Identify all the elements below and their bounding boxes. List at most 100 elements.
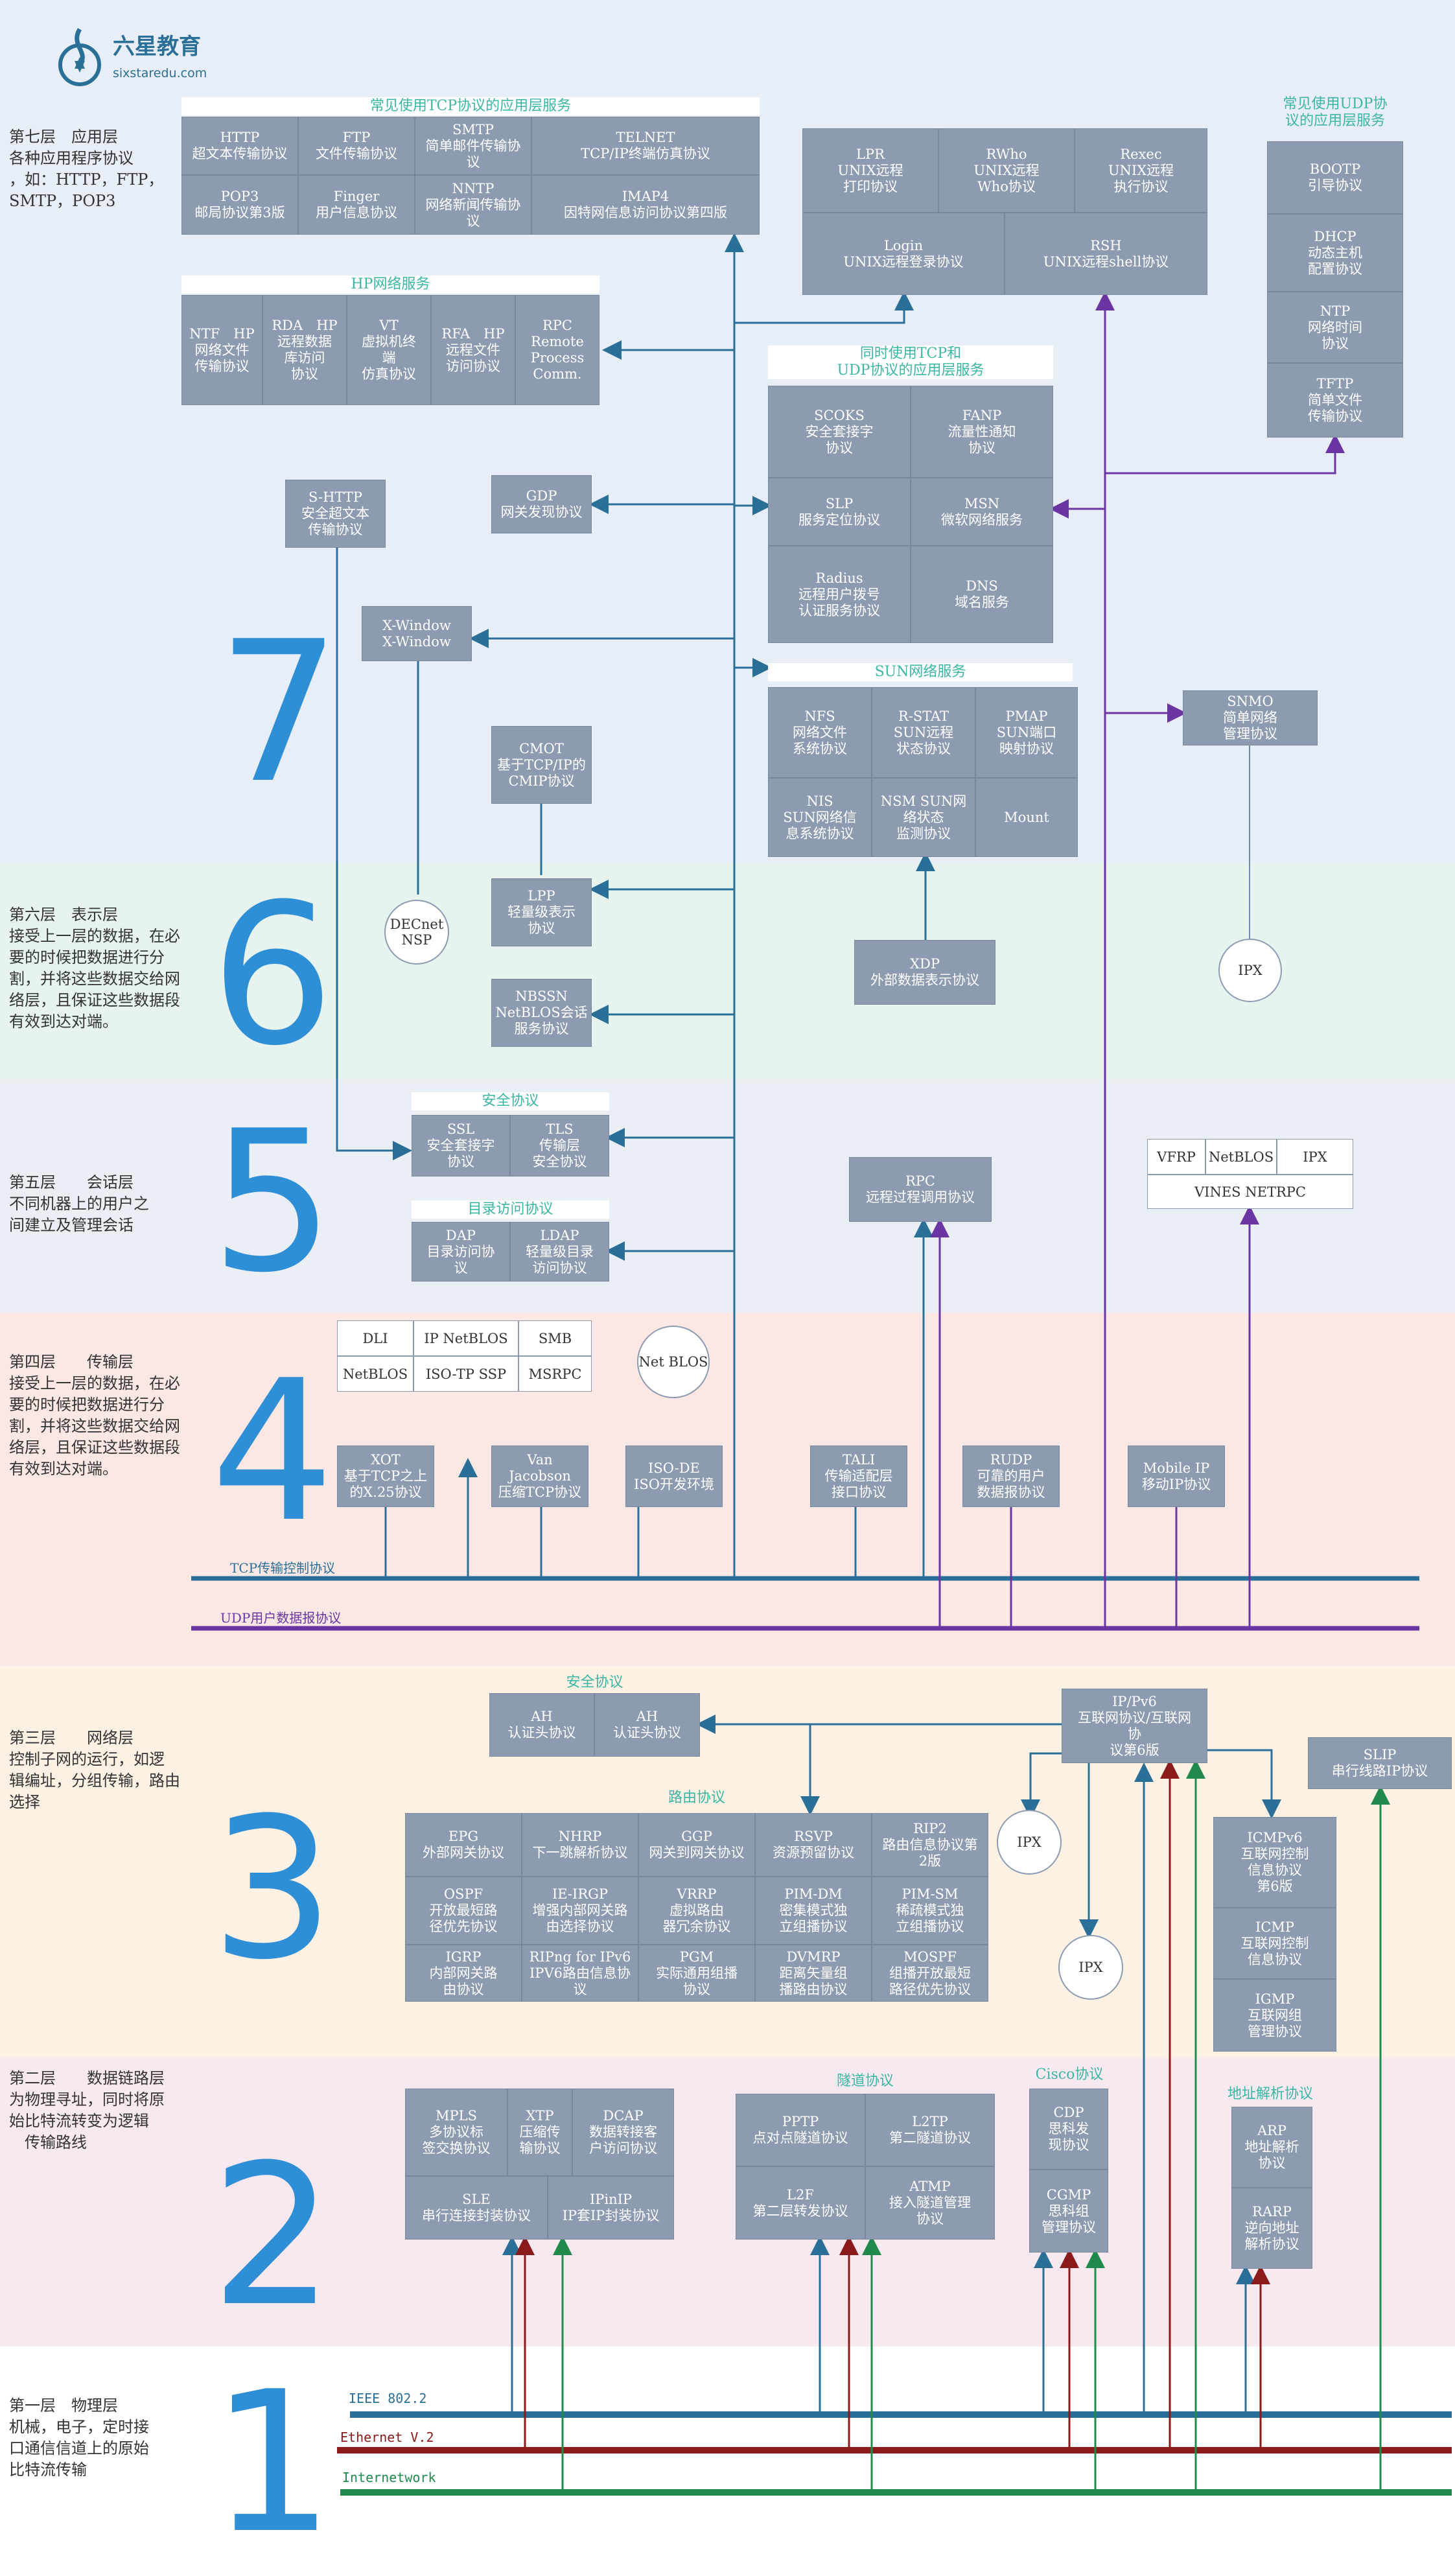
- rstat-box: R-STAT SUN远程 状态协议: [872, 687, 975, 778]
- ipx3a-circle: IPX: [997, 1810, 1062, 1875]
- scoks-box: SCOKS 安全套接字 协议: [768, 386, 911, 478]
- isotp-cell: ISO-TP SSP: [413, 1356, 518, 1392]
- logo-name: 六星教育: [113, 34, 201, 60]
- smb-cell: SMB: [518, 1320, 592, 1356]
- telnet-box: TELNET TCP/IP终端仿真协议: [531, 117, 760, 175]
- isode-box: ISO-DE ISO开发环境: [625, 1446, 723, 1507]
- ah2-box: AH 认证头协议: [594, 1693, 700, 1757]
- ripng-box: RIPng for IPv6 IPV6路由信息协 议: [522, 1945, 638, 2002]
- nfs-sun-box: NFS 网络文件 系统协议: [768, 687, 872, 778]
- gdp-box: GDP 网关发现协议: [491, 475, 592, 533]
- security5-group-title: 安全协议: [412, 1092, 609, 1110]
- layer4-desc: 第四层 传输层 接受上一层的数据，在必 要的时候把数据进行分 割，并将这些数据交…: [9, 1353, 180, 1478]
- rarp-box: RARP 逆向地址 解析协议: [1231, 2188, 1312, 2269]
- ipinip-box: IPinIP IP套IP封装协议: [548, 2176, 674, 2240]
- cgmp-box: CGMP 思科组 管理协议: [1029, 2170, 1108, 2253]
- tali-box: TALI 传输适配层 接口协议: [810, 1446, 907, 1507]
- http-box: HTTP 超文本传输协议: [181, 117, 298, 175]
- layer3-number: 3: [211, 1776, 334, 2002]
- rip2-box: RIP2 路由信息协议第 2版: [872, 1813, 988, 1877]
- nntp-box: NNTP 网络新闻传输协 议: [415, 175, 531, 235]
- lpp-box: LPP 轻量级表示 协议: [491, 878, 592, 946]
- ntp-box: NTP 网络时间 协议: [1267, 292, 1403, 363]
- fanp-box: FANP 流量性通知 协议: [911, 386, 1053, 478]
- l2f-box: L2F 第二层转发协议: [736, 2166, 865, 2240]
- icmpv6-box: ICMPv6 互联网控制 信息协议 第6版: [1213, 1817, 1336, 1908]
- ggp-box: GGP 网关到网关协议: [638, 1813, 755, 1877]
- decnet-circle: DECnet NSP: [384, 900, 449, 965]
- dvmrp-box: DVMRP 距离矢量组 播路由协议: [755, 1945, 872, 2002]
- pimsm-box: PIM-SM 稀疏模式独 立组播协议: [872, 1877, 988, 1945]
- layer6-desc: 第六层 表示层 接受上一层的数据，在必 要的时候把数据进行分 割，并将这些数据交…: [9, 906, 180, 1031]
- igmp-box: IGMP 互联网组 管理协议: [1213, 1979, 1336, 2052]
- tls-box: TLS 传输层 安全协议: [510, 1115, 609, 1177]
- vfrp-cell: VFRP: [1147, 1139, 1205, 1175]
- rudp-box: RUDP 可靠的用户 数据报协议: [962, 1446, 1060, 1507]
- layer2-desc: 第二层 数据链路层 为物理寻址，同时将原 始比特流转变为逻辑 传输路线: [9, 2069, 165, 2151]
- ipx5-cell: IPX: [1277, 1139, 1353, 1175]
- snmp-box: SNMO 简单网络 管理协议: [1183, 690, 1318, 745]
- both-group-title: 同时使用TCP和 UDP协议的应用层服务: [768, 345, 1053, 379]
- rexec-box: Rexec UNIX远程 执行协议: [1075, 128, 1207, 213]
- vines-cell: VINES NETRPC: [1147, 1175, 1353, 1209]
- bootp-box: BOOTP 引导协议: [1267, 141, 1403, 214]
- sun-group-title: SUN网络服务: [768, 663, 1073, 681]
- directory-group-title: 目录访问协议: [412, 1200, 609, 1219]
- ethernet-bus-label: Ethernet V.2: [340, 2430, 434, 2445]
- layer7-desc: 第七层 应用层 各种应用程序协议 ，如：HTTP，FTP， SMTP，POP3: [9, 128, 164, 210]
- sle-box: SLE 串行连接封装协议: [405, 2176, 548, 2240]
- logo-url: sixstaredu.com: [113, 66, 207, 80]
- rpc-remote-box: RPC Remote Process Comm.: [515, 295, 599, 405]
- nsm-box: NSM SUN网 络状态 监测协议: [872, 778, 975, 857]
- tunnel-group-title: 隧道协议: [836, 2073, 894, 2089]
- pgm-box: PGM 实际通用组播 协议: [638, 1945, 755, 2002]
- xwindow-box: X-Window X-Window: [362, 606, 472, 661]
- vt-box: VT 虚拟机终 端 仿真协议: [347, 295, 431, 405]
- layer1-number: 1: [211, 2350, 334, 2576]
- mobileip-box: Mobile IP 移动IP协议: [1128, 1446, 1225, 1507]
- rsh-box: RSH UNIX远程shell协议: [1005, 213, 1207, 295]
- netblos-cell: NetBLOS: [337, 1356, 413, 1392]
- rfa-hp-box: RFA HP 远程文件 访问协议: [431, 295, 515, 405]
- l2tp-box: L2TP 第二隧道协议: [865, 2094, 995, 2166]
- cmot-box: CMOT 基于TCP/IP的 CMIP协议: [491, 726, 592, 804]
- ospf-box: OSPF 开放最短路 径优先协议: [405, 1877, 522, 1945]
- radius-box: Radius 远程用户拨号 认证服务协议: [768, 546, 911, 643]
- layer4-number: 4: [211, 1339, 334, 1565]
- logo: 六星教育 sixstaredu.com: [57, 26, 226, 91]
- pop3-box: POP3 邮局协议第3版: [181, 175, 298, 235]
- dap-box: DAP 目录访问协 议: [412, 1222, 510, 1282]
- mpls-box: MPLS 多协议标 签交换协议: [405, 2089, 507, 2176]
- layer6-number: 6: [211, 862, 334, 1088]
- dhcp-box: DHCP 动态主机 配置协议: [1267, 214, 1403, 292]
- internet-bus-label: Internetwork: [342, 2470, 436, 2485]
- ieirgp-box: IE-IRGP 增强内部网关路 由选择协议: [522, 1877, 638, 1945]
- arp-box: ARP 地址解析 协议: [1231, 2107, 1312, 2188]
- lpr-box: LPR UNIX远程 打印协议: [802, 128, 938, 213]
- nhrp-box: NHRP 下一跳解析协议: [522, 1813, 638, 1877]
- login-box: Login UNIX远程登录协议: [802, 213, 1005, 295]
- hp-group-title: HP网络服务: [181, 275, 599, 294]
- rda-hp-box: RDA HP 远程数据 库访问 协议: [262, 295, 347, 405]
- pptp-box: PPTP 点对点隧道协议: [736, 2094, 865, 2166]
- ah1-box: AH 认证头协议: [489, 1693, 594, 1757]
- tcp-bus-label: TCP传输控制协议: [230, 1560, 336, 1576]
- rwho-box: RWho UNIX远程 Who协议: [938, 128, 1075, 213]
- ipx3b-circle: IPX: [1058, 1935, 1123, 2000]
- layer2-band: [0, 2058, 1455, 2347]
- routing-group-title: 路由协议: [668, 1790, 725, 1806]
- ipnetblos-cell: IP NetBLOS: [413, 1320, 518, 1356]
- layer5-desc: 第五层 会话层 不同机器上的用户之 间建立及管理会话: [9, 1173, 149, 1234]
- netblos5-cell: NetBLOS: [1205, 1139, 1277, 1175]
- layer5-number: 5: [211, 1089, 334, 1315]
- igrp-box: IGRP 内部网关路 由协议: [405, 1945, 522, 2002]
- layer1-band: [0, 2347, 1455, 2573]
- ieee-bus-label: IEEE 802.2: [349, 2391, 427, 2406]
- dcap-box: DCAP 数据转接客 户访问协议: [572, 2089, 674, 2176]
- shttp-box: S-HTTP 安全超文本 传输协议: [285, 480, 386, 548]
- ipv6-box: IP/Pv6 互联网协议/互联网 协 议第6版: [1062, 1689, 1207, 1763]
- imap4-box: IMAP4 因特网信息访问协议第四版: [531, 175, 760, 235]
- slip-box: SLIP 串行线路IP协议: [1308, 1737, 1452, 1789]
- layer6-band: [0, 862, 1455, 1079]
